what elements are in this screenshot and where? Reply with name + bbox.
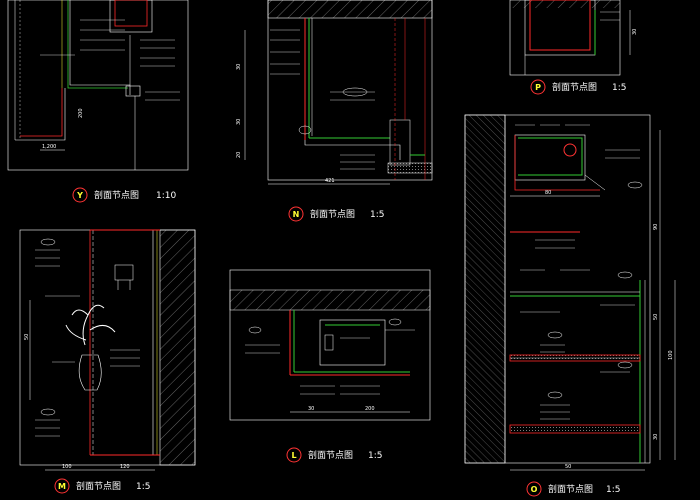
detail-m-scale: 1:5 [136,482,150,492]
detail-y-marker: Y [76,191,83,200]
detail-y-title: 剖面节点图 [94,189,139,201]
detail-o-scale: 1:5 [606,485,620,495]
detail-n: 421 30 30 20 [236,0,433,185]
detail-p-caption: P 剖面节点图 1:5 [530,79,626,95]
detail-m-title: 剖面节点图 [76,480,121,492]
detail-o-dim-f: 30 [653,434,659,440]
detail-y-caption: Y 剖面节点图 1:10 [72,187,176,203]
detail-n-dim-d: 421 [325,178,335,184]
detail-p: 30 [509,0,638,76]
detail-n-dim-c: 20 [236,152,242,158]
detail-l-scale: 1:5 [368,451,382,461]
detail-o-dim-c: 90 [653,224,659,230]
detail-o-caption: O 剖面节点图 1:5 [526,481,620,497]
detail-l-dim-a: 30 [308,406,314,412]
detail-m: 100 120 50 [19,229,196,471]
detail-p-scale: 1:5 [612,83,626,93]
detail-m-caption: M 剖面节点图 1:5 [54,478,150,494]
detail-p-title: 剖面节点图 [552,81,597,93]
detail-p-dim-a: 30 [632,29,638,35]
detail-p-marker: P [535,83,541,92]
detail-n-dim-b: 30 [236,119,242,125]
detail-o-dim-b: 50 [565,464,571,470]
detail-y-scale: 1:10 [156,191,176,201]
detail-l-title: 剖面节点图 [308,449,353,461]
detail-m-dim-a: 100 [62,464,72,470]
detail-m-marker: M [58,482,66,491]
detail-n-title: 剖面节点图 [310,208,355,220]
detail-m-dim-b: 120 [120,464,130,470]
detail-l-marker: L [291,451,296,460]
detail-y: 1,200 200 [7,0,189,171]
detail-n-scale: 1:5 [370,210,384,220]
detail-o: 80 50 90 50 100 30 [464,114,676,471]
detail-n-marker: N [293,210,300,219]
detail-o-marker: O [531,485,538,494]
detail-l-dim-b: 200 [365,406,375,412]
detail-o-dim-d: 50 [653,314,659,320]
detail-n-dim-a: 30 [236,64,242,70]
detail-l: 30 200 [229,269,431,421]
detail-n-caption: N 剖面节点图 1:5 [288,206,384,222]
detail-o-title: 剖面节点图 [548,483,593,495]
detail-l-caption: L 剖面节点图 1:5 [286,447,382,463]
detail-o-dim-a: 80 [545,190,551,196]
detail-m-dim-c: 50 [24,334,30,340]
detail-o-dim-e: 100 [668,350,674,360]
svg-text:200: 200 [78,108,84,118]
svg-text:1,200: 1,200 [42,144,56,150]
